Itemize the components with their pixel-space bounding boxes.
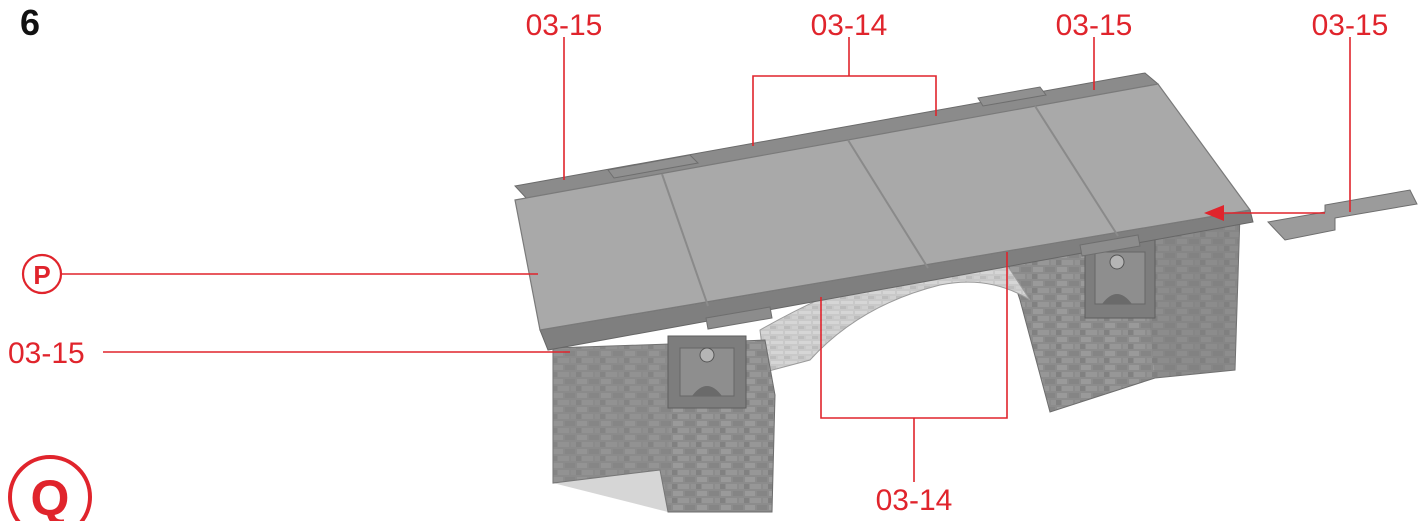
marker-p-circle <box>21 253 63 295</box>
bridge-model <box>514 72 1254 513</box>
label-far-right: 03-15 <box>1312 9 1389 42</box>
label-top-right: 03-15 <box>1056 9 1133 42</box>
label-left: 03-15 <box>8 337 85 370</box>
left-pilaster-boss <box>699 347 715 363</box>
label-top-center: 03-14 <box>811 9 888 42</box>
step-number: 6 <box>20 2 41 43</box>
insertion-arrowhead <box>1204 205 1224 221</box>
marker-q: Q <box>31 470 70 521</box>
left-pier-front <box>553 344 670 512</box>
deck-seam-1 <box>661 173 709 307</box>
bridge-deck <box>514 83 1252 331</box>
loose-curb-piece <box>1266 189 1418 241</box>
front-tab-2 <box>1079 234 1141 257</box>
front-tab-1 <box>705 306 773 330</box>
label-top-left: 03-15 <box>526 9 603 42</box>
right-pilaster-boss <box>1109 254 1125 270</box>
right-pier-side <box>1140 214 1240 378</box>
marker-p: P <box>33 260 50 290</box>
label-bottom: 03-14 <box>876 484 953 517</box>
annotations <box>62 37 1351 482</box>
marker-q-circle <box>8 455 92 521</box>
rear-tab-1 <box>607 154 700 179</box>
rear-tab-2 <box>977 86 1047 107</box>
bracket-top-center <box>752 75 937 146</box>
right-pilaster-niche <box>1102 294 1132 304</box>
deck-seam-2 <box>847 139 929 269</box>
deck-seam-3 <box>1034 105 1119 237</box>
left-pilaster-niche <box>692 386 722 396</box>
